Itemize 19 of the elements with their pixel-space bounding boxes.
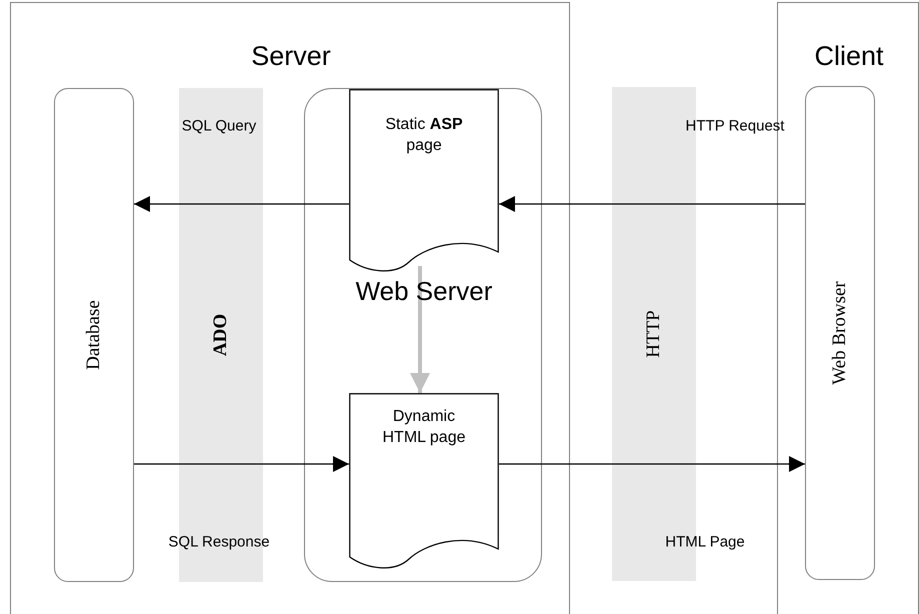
panel xyxy=(10,2,570,614)
rounded-box xyxy=(805,86,875,580)
node-label: Web Server xyxy=(354,275,494,308)
edge-label: SQL Response xyxy=(167,532,271,552)
node-label: Database xyxy=(83,300,105,370)
node-label: Server xyxy=(250,40,332,73)
rounded-box xyxy=(54,88,134,582)
document-shape xyxy=(349,89,499,274)
rounded-box xyxy=(304,88,542,582)
node-label: ADO xyxy=(210,314,232,356)
node-label: Static ASP page xyxy=(384,115,464,156)
edge-label: HTTP Request xyxy=(684,116,786,136)
edge-label: HTML Page xyxy=(664,532,746,552)
document-shape xyxy=(349,393,499,571)
node-label: Web Browser xyxy=(829,281,851,385)
node-label: Client xyxy=(813,40,885,73)
node-label: Dynamic HTML page xyxy=(382,407,466,448)
edge-label: SQL Query xyxy=(180,116,258,136)
node-label: HTTP xyxy=(643,310,665,358)
